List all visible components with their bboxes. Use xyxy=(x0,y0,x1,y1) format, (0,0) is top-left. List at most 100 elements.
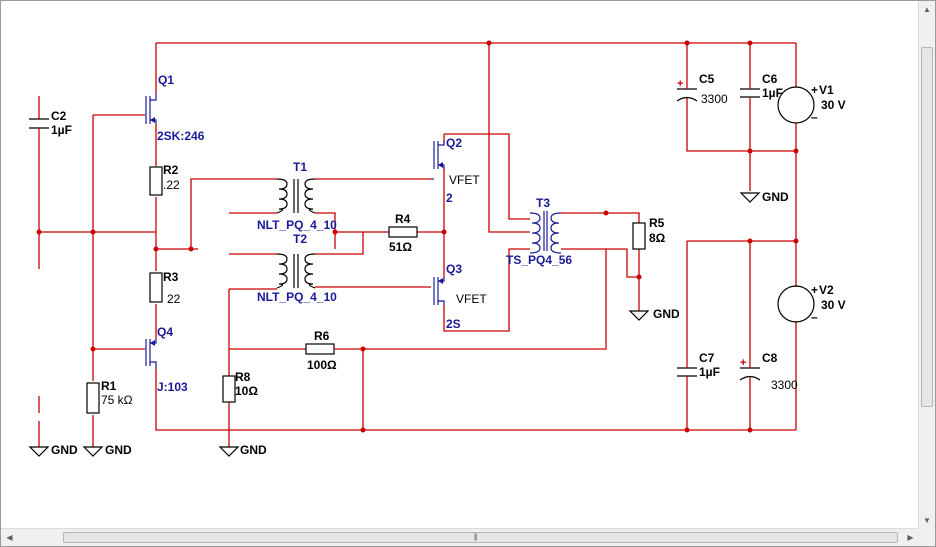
q1-symbol[interactable] xyxy=(145,93,157,124)
c2-value: 1µF xyxy=(51,123,72,137)
t1-symbol[interactable] xyxy=(276,178,316,214)
r6-ref: R6 xyxy=(314,329,330,343)
gnd-label-1: GND xyxy=(51,443,78,457)
c8-ref: C8 xyxy=(762,351,778,365)
q3-ref: Q3 xyxy=(446,262,462,276)
junction xyxy=(603,210,609,216)
wire-q3-t3[interactable] xyxy=(443,248,530,332)
r4-ref: R4 xyxy=(395,212,411,226)
r5-value: 8Ω xyxy=(649,231,666,245)
r1-ref: R1 xyxy=(101,379,117,393)
ground-icon xyxy=(28,446,50,457)
wire-c5-bot[interactable] xyxy=(686,102,796,152)
q4-ref: Q4 xyxy=(157,325,173,339)
scroll-right-arrow-icon[interactable]: ▶ xyxy=(907,533,914,542)
q1-ref: Q1 xyxy=(158,73,174,87)
horizontal-scrollbar[interactable]: ◀ ||| ▶ xyxy=(1,528,919,546)
r1-value: 75 kΩ xyxy=(101,393,133,407)
vertical-scroll-thumb[interactable] xyxy=(921,47,933,407)
junction xyxy=(90,346,96,352)
junction xyxy=(684,427,690,433)
r8-body[interactable] xyxy=(222,375,236,403)
t2-ref: T2 xyxy=(293,232,307,246)
junction xyxy=(486,40,492,46)
r4-value: 51Ω xyxy=(389,240,412,254)
c5-ref: C5 xyxy=(699,72,715,86)
junction xyxy=(188,246,194,252)
r2-body[interactable] xyxy=(149,166,163,196)
t1-value: NLT_PQ_4_10 xyxy=(257,218,337,232)
ground-icon xyxy=(218,446,240,457)
r3-ref: R3 xyxy=(163,270,179,284)
ground-icon xyxy=(628,310,650,321)
v1-symbol[interactable] xyxy=(777,86,815,124)
t3-symbol[interactable] xyxy=(529,211,562,254)
v1-value: 30 V xyxy=(821,98,846,112)
wire-bottom-rail[interactable] xyxy=(155,369,796,431)
v2-ref: V2 xyxy=(819,283,834,297)
v2-plus: + xyxy=(811,283,818,297)
v2-value: 30 V xyxy=(821,298,846,312)
junction xyxy=(90,229,96,235)
c7-value: 1µF xyxy=(699,365,720,379)
junction xyxy=(747,238,753,244)
wire-t3-sec-r5[interactable] xyxy=(561,212,640,223)
scrollbar-corner xyxy=(918,528,935,546)
junction xyxy=(747,427,753,433)
junction xyxy=(793,238,799,244)
wire-t1-sec-b[interactable] xyxy=(315,212,336,249)
junction xyxy=(153,246,159,252)
gnd-symbols xyxy=(28,192,761,457)
c6-symbol[interactable] xyxy=(740,84,760,102)
c2-symbol[interactable] xyxy=(29,118,49,137)
c7-symbol[interactable] xyxy=(677,363,697,381)
junction xyxy=(441,229,447,235)
v1-ref: V1 xyxy=(819,83,834,97)
wire-q2-t3[interactable] xyxy=(444,133,530,220)
junction xyxy=(36,229,42,235)
r4-body[interactable] xyxy=(388,226,418,238)
c8-plus: + xyxy=(740,357,746,369)
c6-value: 1µF xyxy=(762,86,783,100)
q2-ref: Q2 xyxy=(446,136,462,150)
wire-t1-prim[interactable] xyxy=(190,178,277,249)
r1-body[interactable] xyxy=(86,382,100,414)
r2-value: .22 xyxy=(163,178,180,192)
wire-t3-ct[interactable] xyxy=(488,43,530,233)
q4-symbol[interactable] xyxy=(145,339,157,369)
schematic-svg: Q1 2SK:246 R2 .22 R3 22 Q4 J:103 C2 1µF … xyxy=(28,40,846,457)
horizontal-scroll-thumb[interactable]: ||| xyxy=(63,532,898,543)
c8-symbol[interactable] xyxy=(739,363,761,381)
r3-body[interactable] xyxy=(149,272,163,303)
r8-value: 10Ω xyxy=(235,384,258,398)
r5-body[interactable] xyxy=(632,222,646,250)
q2-symbol[interactable] xyxy=(431,141,445,180)
r8-ref: R8 xyxy=(235,370,251,384)
r6-body[interactable] xyxy=(305,343,335,355)
gnd-label-2: GND xyxy=(105,443,132,457)
junction xyxy=(636,274,642,280)
c5-symbol[interactable] xyxy=(676,84,698,102)
schematic-canvas[interactable]: Q1 2SK:246 R2 .22 R3 22 Q4 J:103 C2 1µF … xyxy=(1,1,919,529)
t3-ref: T3 xyxy=(536,196,550,210)
scroll-grip-icon: ||| xyxy=(474,534,478,541)
q2-value2: 2 xyxy=(446,191,453,205)
vertical-scrollbar[interactable]: ▲ ▼ xyxy=(918,1,935,529)
t2-symbol[interactable] xyxy=(276,253,316,289)
t1-ref: T1 xyxy=(293,160,307,174)
wire-t2-sec-a[interactable] xyxy=(315,232,364,255)
v2-symbol[interactable] xyxy=(777,285,815,323)
wire-feedback[interactable] xyxy=(363,248,607,350)
t3-value: TS_PQ4_56 xyxy=(506,253,572,267)
r5-ref: R5 xyxy=(649,216,665,230)
wire-t3-sec-b[interactable] xyxy=(606,248,639,278)
scroll-down-arrow-icon[interactable]: ▼ xyxy=(923,516,931,525)
q4-value: J:103 xyxy=(157,380,188,394)
c7-ref: C7 xyxy=(699,351,715,365)
r3-value: 22 xyxy=(167,292,181,306)
q3-symbol[interactable] xyxy=(433,277,445,305)
scroll-left-arrow-icon[interactable]: ◀ xyxy=(6,533,13,542)
scroll-up-arrow-icon[interactable]: ▲ xyxy=(923,5,931,14)
c6-ref: C6 xyxy=(762,72,778,86)
